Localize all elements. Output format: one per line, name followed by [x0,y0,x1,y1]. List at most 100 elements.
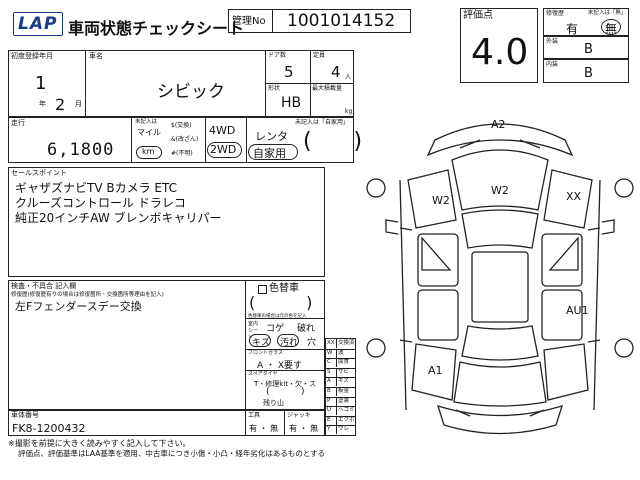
right-front-wheel [614,178,634,198]
rear-window [461,325,539,361]
legend-code: B [327,387,337,396]
chassis-label: 車体番号 [11,411,39,419]
remaining-tread-label: 残り山 [263,399,284,407]
doors-label: ドア数 [268,52,287,59]
color-change-note: 色替車の場合は元の色を記入 [248,314,307,319]
spare-tire-label: スペアタイヤ [248,371,278,377]
unknown-mark: #(不明) [171,150,193,157]
interior-value: B [584,66,593,81]
mileage-label: 走行 [11,119,25,127]
use-note: 未記入は「自家用」 [295,119,350,126]
sales-line-2: クルーズコントロール ドラレコ [15,196,186,210]
private-circle [248,144,298,160]
inspector-note: 修復歴(修復歴有りの場合は修復箇所・交換箇所等理由を記入) [11,292,164,298]
logo: LAP [13,12,63,36]
capacity-unit: 人 [345,74,352,81]
roof [471,251,529,323]
footer-line-1: ※撮影を前提に大きく読みやすく記入して下さい。 [8,439,191,448]
left-mirror [385,219,399,235]
mark-xx-right: XX [566,190,582,203]
chassis-box: 車体番号 FK8-1200432 工具 有 ・ 無 ジャッキ 有 ・ 無 [8,410,325,436]
repair-history-box: 修復歴 未記入は「無」 有 無 [543,8,629,36]
car-name-label: 車名 [89,52,103,60]
mgmt-no-box: 管理No 1001014152 [228,9,411,33]
repair-label: 修復歴 [546,10,565,17]
sales-points-label: セールスポイント [11,169,67,177]
left-front-wheel [366,178,386,198]
mileage-unrecorded-note: 未記入は [135,119,158,125]
legend-desc: ヘコミ [338,407,355,414]
legend-code: XX [327,339,337,348]
legend-desc: 板金 [338,388,350,394]
sales-line-1: ギャザズナビTV Bカメラ ETC [15,181,177,195]
sales-points-box: セールスポイント ギャザズナビTV Bカメラ ETC クルーズコントロール ドラ… [8,167,325,277]
mark-w2-left: W2 [432,194,450,207]
right-quarter [543,343,589,401]
interior-tear: 破れ [297,324,316,334]
shape-label: 形状 [268,85,281,92]
doors-value: 5 [284,63,294,81]
max-load-label: 最大積載量 [312,85,343,92]
legend-desc: サビ [338,368,350,375]
grade-label: 評価点 [463,10,493,21]
interior-label: 内装 [546,61,559,68]
repair-unrecorded: 未記入は「無」 [588,10,627,16]
tools-value: 有 ・ 無 [249,424,279,433]
interior-box: 内装 B [543,59,629,83]
left-window-tri [421,236,452,271]
left-front-door [417,233,459,287]
car-name-value: シビック [157,82,225,102]
rental-label: レンタ [255,130,288,143]
tools-label: 工具 [248,412,261,419]
trunk [453,361,547,407]
rear-bumper [437,405,563,435]
right-front-door [541,233,583,287]
interior-scratch: キズ [252,338,271,348]
use-paren: ( ) [303,129,363,154]
jack-label: ジャッキ [287,412,311,419]
spare-tire-paren: ( ) [266,387,305,397]
legend-desc: 腐食 [338,359,350,366]
max-load-unit: kg [345,108,353,115]
right-rear-door [541,289,583,341]
right-rear-wheel [614,338,634,358]
mark-a2: A2 [491,118,506,131]
mileage-box: 走行 6,1800 未記入は マイル km $(交換) &(改ざん) #(不明)… [8,117,362,163]
sales-line-3: 純正20インチAW ブレンボキャリパー [15,211,222,225]
legend-desc: 塗装 [338,397,350,404]
front-glass-label: フロントガラス [248,350,283,356]
interior-burn: コゲ [266,324,285,334]
tampered-mark: &(改ざん) [171,136,199,143]
inspection-box: 検査・不具合 記入欄 修復歴(修復歴有りの場合は修復箇所・交換箇所等理由を記入)… [8,280,325,410]
left-quarter [411,343,457,401]
right-window-tri [548,236,579,271]
left-rear-door [417,289,459,341]
legend-desc: 波 [338,349,344,356]
front-lights [459,139,541,149]
hood [451,149,549,211]
private-label: 自家用 [253,147,286,160]
legend-desc: 交換済 [338,340,355,346]
interior-scratch-circle [249,334,271,347]
mileage-value: 6,1800 [47,140,115,160]
interior-dirt: 汚れ [280,338,299,348]
drive-2wd-circle [207,142,242,158]
mark-a1: A1 [428,364,443,377]
right-side-body [587,179,601,411]
vehicle-info-box: 初度登録年月 1 年 2 月 車名 シビック ドア数 5 定員 4 人 形状 H… [8,50,354,117]
windshield [461,209,539,249]
legend-desc: キズ [338,378,350,385]
exchange-mark: $(交換) [171,122,192,129]
shape-value: HB [281,95,302,111]
color-change-paren: ( ) [249,293,313,312]
front-glass-value: A ・ X要す [257,361,303,371]
repair-yes: 有 [566,22,579,36]
color-change-box [258,285,267,294]
first-reg-year: 1 [35,73,47,94]
